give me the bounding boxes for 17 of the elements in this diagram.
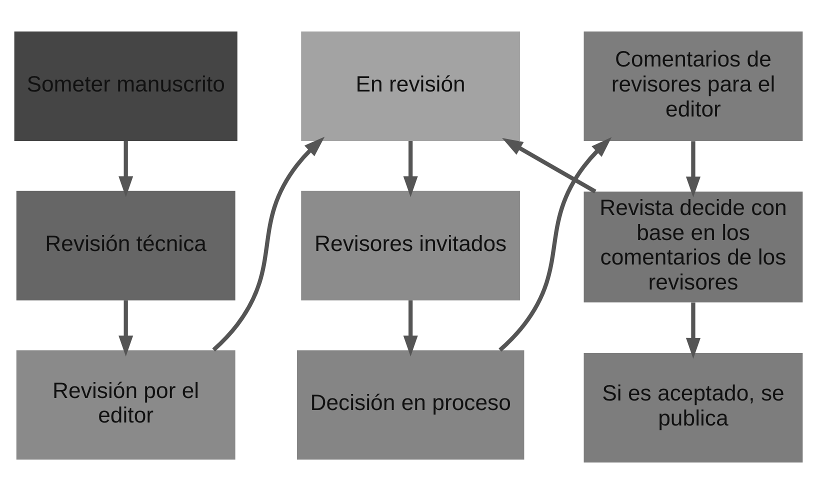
arrow [502,138,596,193]
arrow [686,140,701,197]
node-box: Revisión técnica [16,190,236,300]
arrow [686,302,701,358]
node-box: Revista decide con base en los comentarios de los revisores [584,191,803,302]
arrow [118,300,134,356]
arrow [498,136,612,352]
node-box: Si es aceptado, se publica [584,352,803,462]
arrow [403,140,418,197]
node-box: Comentarios de revisores para el editor [584,31,803,140]
node-box: En revisión [301,31,520,140]
arrow [212,136,325,351]
node-box: Revisión por el editor [16,350,236,460]
arrow [118,140,134,197]
node-box: Revisores invitados [301,190,520,300]
node-box: Decisión en proceso [296,350,524,460]
arrow [403,300,418,356]
